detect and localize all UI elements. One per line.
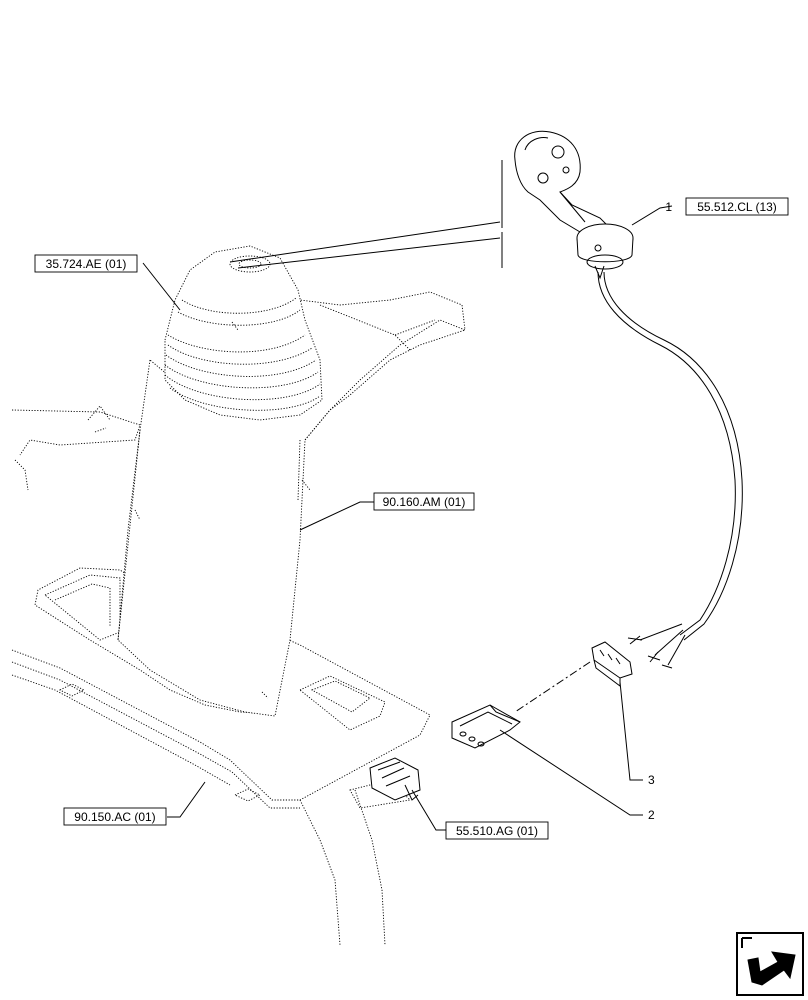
assembly-line [514, 661, 591, 713]
ref-box-joystick[interactable]: 55.512.CL (13) [685, 197, 789, 216]
joystick-cable [597, 271, 743, 669]
callout-number-3: 3 [648, 773, 655, 787]
callout-number-2: 2 [648, 808, 655, 822]
joystick-handle [514, 130, 634, 280]
ref-box-console[interactable]: 90.160.AM (01) [373, 492, 475, 511]
ref-box-floor[interactable]: 90.150.AC (01) [63, 807, 167, 826]
rubber-boot [164, 245, 323, 421]
harness-connector [369, 757, 421, 801]
floor-plate [11, 405, 431, 946]
ref-label-boot: 35.724.AE (01) [46, 257, 127, 271]
ref-box-boot[interactable]: 35.724.AE (01) [34, 254, 138, 273]
next-page-arrow-icon[interactable] [736, 932, 804, 996]
terminal-holder [591, 641, 633, 687]
ref-label-floor: 90.150.AC (01) [74, 810, 155, 824]
callout-number-1: 1 [665, 200, 672, 214]
ref-label-console: 90.160.AM (01) [383, 495, 466, 509]
ref-label-harness: 55.510.AG (01) [456, 824, 538, 838]
leader-lines [142, 160, 673, 831]
connector-housing [451, 704, 521, 749]
ref-box-harness[interactable]: 55.510.AG (01) [445, 821, 549, 840]
ref-label-joystick: 55.512.CL (13) [697, 200, 777, 214]
